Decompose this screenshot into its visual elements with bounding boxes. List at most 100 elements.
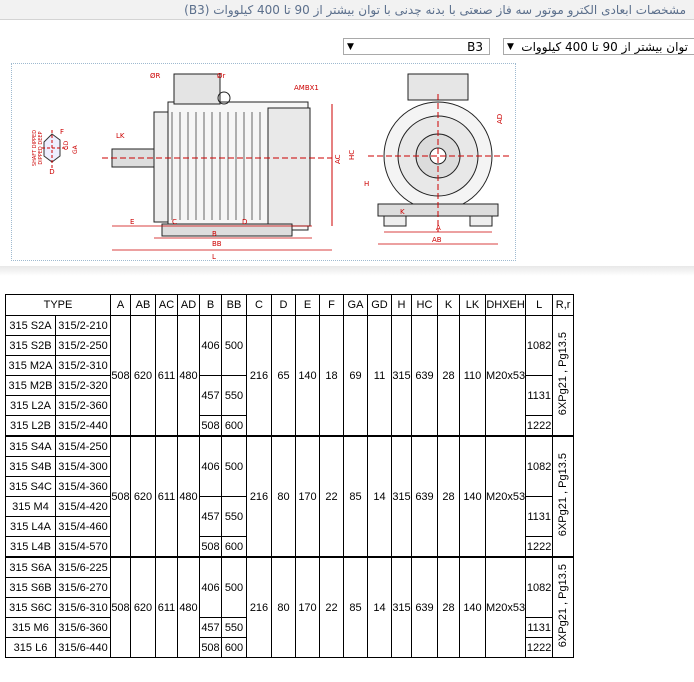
dim-k-cell: 28	[437, 435, 460, 558]
dim-lk-cell: 110	[459, 315, 486, 437]
dim-l-cell: 1222	[525, 536, 554, 558]
dim-label-gd: GD	[63, 140, 70, 150]
dim-label-bb: BB	[212, 240, 222, 248]
dim-gd-cell: 11	[367, 315, 392, 437]
dim-b-cell: 457	[199, 375, 222, 416]
model-code-cell: 315/2-360	[55, 395, 111, 416]
model-code-cell: 315/2-250	[55, 335, 111, 356]
dim-label-ab: AB	[432, 236, 442, 244]
dim-bb-cell: 600	[221, 637, 247, 658]
shaft-detail	[42, 130, 68, 168]
dim-ab-cell: 620	[130, 315, 156, 437]
mounting-type-select[interactable]: ▼ B3	[343, 38, 490, 55]
dim-ad-cell: 480	[177, 315, 200, 437]
model-type-cell: 315 S6B	[5, 577, 56, 598]
model-type-cell: 315 L4A	[5, 516, 56, 537]
dim-f-cell: 18	[319, 315, 344, 437]
model-type-cell: 315 M4	[5, 496, 56, 517]
model-type-cell: 315 L4B	[5, 536, 56, 558]
dim-label-phi-r: ØR	[150, 72, 161, 80]
column-header: AC	[155, 294, 178, 316]
dim-gd-cell: 14	[367, 435, 392, 558]
dim-b-cell: 508	[199, 536, 222, 558]
dim-e-cell: 140	[295, 315, 320, 437]
dim-a-cell: 508	[110, 435, 131, 558]
model-code-cell: 315/2-440	[55, 415, 111, 437]
dim-label-h: H	[364, 180, 369, 188]
column-header: HC	[411, 294, 438, 316]
dim-bb-cell: 500	[221, 556, 247, 618]
dim-ga-cell: 69	[343, 315, 368, 437]
mounting-spec-text: 6XPg21 , Pg13.5	[557, 564, 570, 648]
dim-k-cell: 28	[437, 315, 460, 437]
model-code-cell: 315/4-300	[55, 456, 111, 477]
dim-ga-cell: 85	[343, 556, 368, 658]
column-header: H	[391, 294, 412, 316]
dim-hc-cell: 639	[411, 435, 438, 558]
dim-label-k: K	[400, 208, 405, 216]
model-type-cell: 315 L6	[5, 637, 56, 658]
dim-bb-cell: 550	[221, 617, 247, 638]
dim-l-cell: 1131	[525, 617, 554, 638]
dim-label-phi-r-small: Ør	[217, 72, 226, 80]
dim-label-ad: AD	[496, 114, 504, 124]
dim-a-cell: 508	[110, 556, 131, 658]
model-type-cell: 315 S4C	[5, 476, 56, 497]
model-code-cell: 315/4-420	[55, 496, 111, 517]
dim-l-cell: 1131	[525, 496, 554, 537]
dim-e-cell: 170	[295, 435, 320, 558]
dim-ad-cell: 480	[177, 556, 200, 658]
dim-ad-cell: 480	[177, 435, 200, 558]
shaft-label-2: DIPPED DEEP	[38, 131, 44, 164]
dim-d-cell: 80	[271, 435, 296, 558]
dim-l-cell: 1082	[525, 556, 554, 618]
dim-h-cell: 315	[391, 315, 412, 437]
dim-bb-cell: 550	[221, 375, 247, 416]
dim-b-cell: 406	[199, 435, 222, 497]
dim-b-cell: 406	[199, 556, 222, 618]
dim-r-cell: 6XPg21 , Pg13.5	[552, 435, 575, 558]
model-code-cell: 315/2-320	[55, 375, 111, 396]
model-code-cell: 315/2-310	[55, 355, 111, 376]
dim-bb-cell: 600	[221, 415, 247, 437]
dim-label-ga: GA	[72, 144, 79, 154]
dim-b-cell: 508	[199, 637, 222, 658]
column-header: B	[199, 294, 222, 316]
model-type-cell: 315 S4A	[5, 435, 56, 457]
dim-ab-cell: 620	[130, 556, 156, 658]
power-range-select[interactable]: ▼ توان بیشتر از 90 تا 400 کیلووات	[503, 38, 694, 55]
model-type-cell: 315 S6C	[5, 597, 56, 618]
model-code-cell: 315/4-360	[55, 476, 111, 497]
dim-label-b: B	[212, 230, 217, 238]
dim-d-cell: 80	[271, 556, 296, 658]
model-code-cell: 315/6-360	[55, 617, 111, 638]
column-header: DHXEH	[484, 294, 527, 316]
column-header: AB	[130, 294, 156, 316]
dim-label-a: A	[436, 224, 441, 232]
model-type-cell: 315 M2A	[5, 355, 56, 376]
dim-a-cell: 508	[110, 315, 131, 437]
model-type-cell: 315 L2A	[5, 395, 56, 416]
dim-h-cell: 315	[391, 556, 412, 658]
dim-l-cell: 1222	[525, 637, 554, 658]
page-title: مشخصات ابعادی الکترو موتور سه فاز صنعتی …	[0, 0, 694, 20]
dim-ac-cell: 611	[155, 435, 178, 558]
dim-dhxeh-cell: M20x53	[484, 556, 527, 658]
chevron-down-icon: ▼	[507, 42, 514, 52]
column-header: GD	[367, 294, 392, 316]
dim-dhxeh-cell: M20x53	[484, 435, 527, 558]
column-header: F	[319, 294, 344, 316]
column-header: K	[437, 294, 460, 316]
dim-ac-cell: 611	[155, 315, 178, 437]
dim-label-ac: AC	[334, 154, 342, 164]
